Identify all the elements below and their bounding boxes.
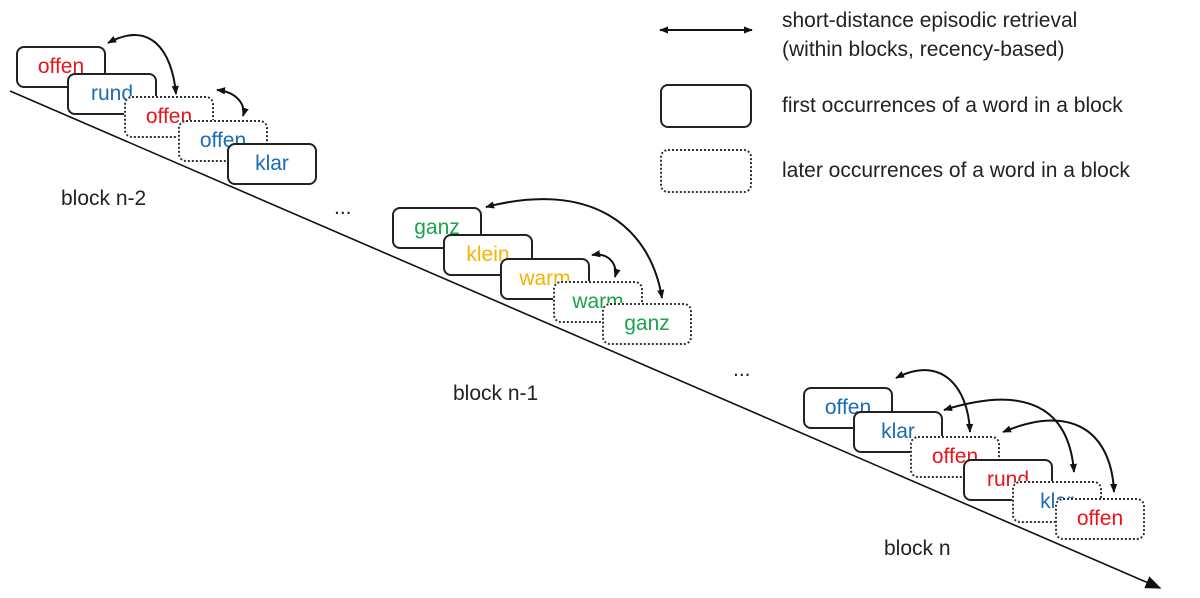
legend-arrow-text-line1: short-distance episodic retrieval <box>782 9 1078 32</box>
retrieval-arrow <box>1002 419 1118 493</box>
word-text: klar <box>255 152 289 175</box>
word-text: ganz <box>624 312 670 335</box>
word-card: offen <box>1055 498 1145 540</box>
retrieval-arrow <box>107 34 179 95</box>
word-card: klar <box>227 143 317 185</box>
word-text: offen <box>1076 507 1124 530</box>
legend-first-box <box>660 84 752 128</box>
ellipsis: ... <box>733 358 751 381</box>
legend-later-box <box>660 149 752 193</box>
legend-arrow-text-line2: (within blocks, recency-based) <box>782 38 1065 61</box>
retrieval-arrow <box>895 369 974 433</box>
retrieval-arrow <box>485 198 665 299</box>
retrieval-arrow <box>943 398 1077 473</box>
word-card: offen <box>124 96 214 138</box>
legend-first-text: first occurrences of a word in a block <box>782 94 1123 117</box>
word-text: offen <box>37 55 85 78</box>
retrieval-arrow <box>591 250 621 278</box>
word-card: ganz <box>602 303 692 345</box>
legend-later-text: later occurrences of a word in a block <box>782 159 1130 182</box>
block-label: block n <box>884 537 951 560</box>
ellipsis: ... <box>334 196 352 219</box>
word-card: ganz <box>392 207 482 249</box>
block-label: block n-1 <box>453 382 539 405</box>
timeline-axis-line <box>9 90 1162 589</box>
retrieval-arrow <box>216 87 249 117</box>
word-text: ganz <box>414 216 460 239</box>
block-label: block n-2 <box>61 187 147 210</box>
